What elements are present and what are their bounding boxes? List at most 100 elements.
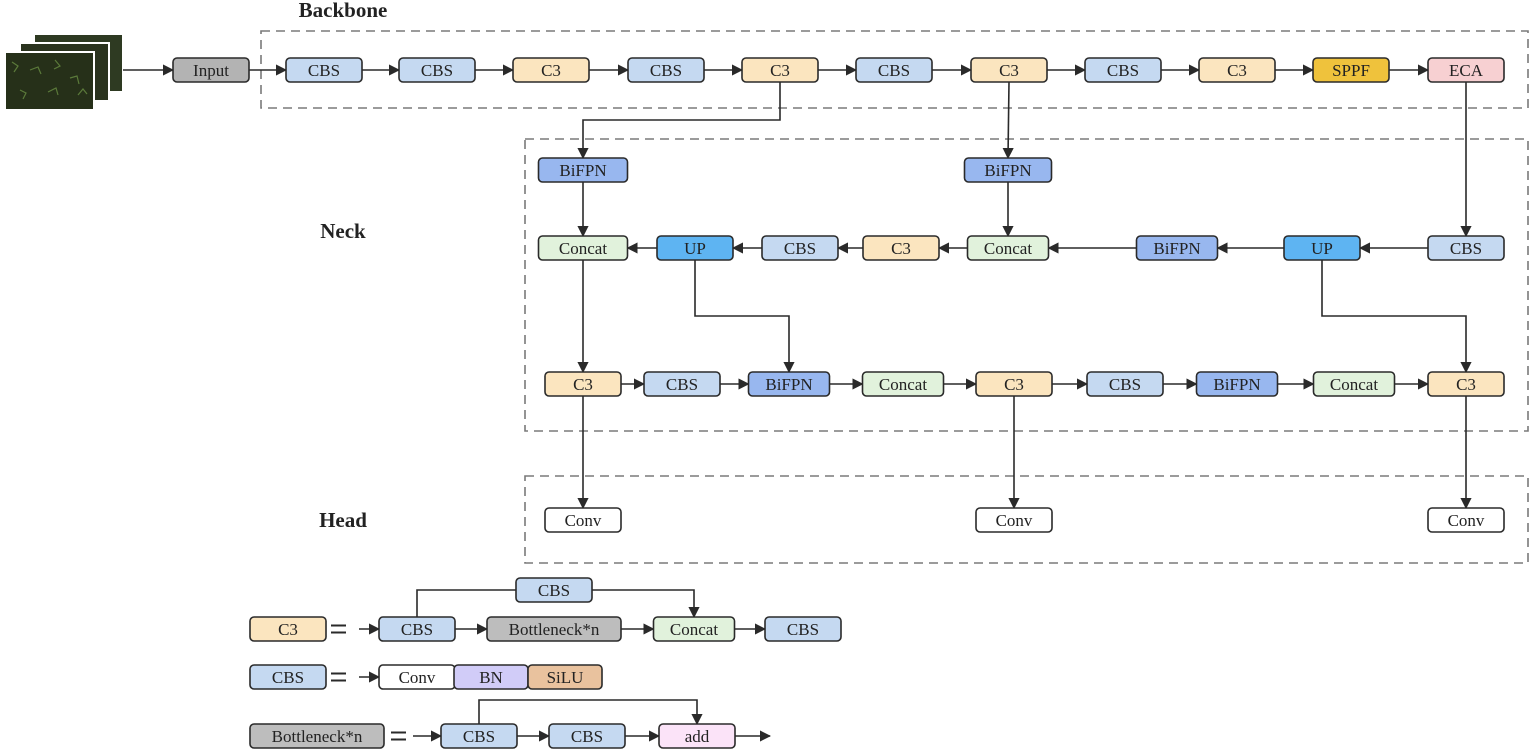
block-b6: CBS [855,57,933,83]
block-label: UP [1311,239,1333,258]
block-label: C3 [1004,375,1024,394]
block-box [1135,235,1219,261]
block-box [1427,235,1505,261]
block-box [656,235,734,261]
block-box [970,57,1048,83]
block-label: BiFPN [1153,239,1200,258]
block-l-c3-skip-cbs: CBS [515,577,593,603]
block-n-cbs2: CBS [1427,235,1505,261]
block-h-conv1: Conv [544,507,622,533]
block-label: CBS [401,620,433,639]
block-n-concat2: Concat [966,235,1050,261]
block-b8: CBS [1084,57,1162,83]
block-n-up2: UP [1283,235,1361,261]
block-box [658,723,736,749]
block-box [512,57,590,83]
block-box [544,371,622,397]
block-box [1084,57,1162,83]
connections [123,64,1472,742]
head-region [524,475,1529,564]
block-h-conv3: Conv [1427,507,1505,533]
block-n-concat3: Concat [861,371,945,397]
block-box [1195,371,1279,397]
block-b9: C3 [1198,57,1276,83]
block-label: CBS [1107,61,1139,80]
block-label: CBS [878,61,910,80]
block-label: BiFPN [1213,375,1260,394]
block-box [527,664,603,690]
block-box [855,57,933,83]
block-box [537,235,629,261]
block-box [1427,57,1505,83]
block-label: Bottleneck*n [272,727,363,746]
block-label: CBS [272,668,304,687]
arrow-legend-c3-skip [592,589,700,619]
block-box [741,57,819,83]
stacked-input-images-icon [4,33,124,111]
block-n-cbs4: CBS [1086,371,1164,397]
block-box [285,57,363,83]
block-input: Input [172,57,250,83]
block-box [1427,371,1505,397]
block-label: Conv [1448,511,1485,530]
block-box [1198,57,1276,83]
block-label: Concat [1330,375,1378,394]
block-b3: C3 [512,57,590,83]
block-b1: CBS [285,57,363,83]
block-box [515,577,593,603]
block-label: UP [684,239,706,258]
block-label: SiLU [547,668,584,687]
block-b5: C3 [741,57,819,83]
block-label: CBS [1450,239,1482,258]
block-l-c3-cbs2: CBS [764,616,842,642]
arrow-up2-to-c3-4 [1321,260,1472,374]
block-n-cbs1: CBS [761,235,839,261]
block-b2: CBS [398,57,476,83]
block-box [627,57,705,83]
block-box [548,723,626,749]
block-label: C3 [278,620,298,639]
arrow-b5-to-bifpn1 [577,82,781,160]
block-box [172,57,250,83]
neck-region [524,138,1529,432]
block-b11: ECA [1427,57,1505,83]
block-box [652,616,736,642]
block-label: Concat [879,375,927,394]
block-label: BiFPN [984,161,1031,180]
block-l-cbs: CBS [249,664,327,690]
block-box [249,723,385,749]
block-label: CBS [571,727,603,746]
block-box [1086,371,1164,397]
block-n-c3-3: C3 [975,371,1053,397]
block-label: Conv [996,511,1033,530]
block-n-bifpn1: BiFPN [537,157,629,183]
block-n-c3-4: C3 [1427,371,1505,397]
block-box [861,371,945,397]
backbone-region [260,30,1529,109]
arrow-b7-to-n_bifpn2 [1002,81,1014,160]
block-l-c3-cbs1: CBS [378,616,456,642]
block-label: C3 [891,239,911,258]
block-label: ECA [1449,61,1484,80]
line-legend-c3-skip [416,589,516,617]
block-n-concat1: Concat [537,235,629,261]
block-b4: CBS [627,57,705,83]
block-l-c3-concat: Concat [652,616,736,642]
block-label: BiFPN [765,375,812,394]
block-label: BN [479,668,503,687]
neck-label: Neck [320,219,366,243]
block-label: C3 [573,375,593,394]
block-label: CBS [787,620,819,639]
block-l-cbs-conv: Conv [378,664,456,690]
block-box [1312,57,1390,83]
block-label: Concat [559,239,607,258]
block-box [764,616,842,642]
block-box [862,235,940,261]
block-box [643,371,721,397]
block-box [486,616,622,642]
block-label: Conv [565,511,602,530]
block-label: C3 [770,61,790,80]
